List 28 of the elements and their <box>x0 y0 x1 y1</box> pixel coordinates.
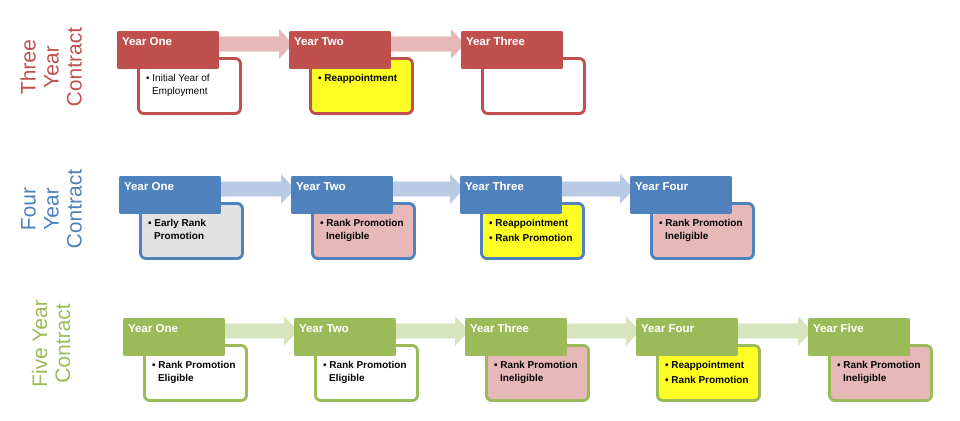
year-label: Year Four <box>641 323 694 335</box>
bullet-item: • Rank Promotion Ineligible <box>494 359 579 385</box>
year-label: Year Three <box>470 323 529 335</box>
row-title: Three Year Contract <box>17 26 87 108</box>
bullet-item: • Reappointment <box>489 217 570 230</box>
bullet-item: • Reappointment <box>665 359 746 372</box>
year-label: Year Five <box>813 323 864 335</box>
year-label: Year Two <box>296 181 346 193</box>
bullet-item: • Rank Promotion Eligible <box>323 359 408 385</box>
bullet-item: • Early Rank Promotion <box>148 217 207 243</box>
bullet-item: • Rank Promotion <box>665 374 750 387</box>
year-label: Year Three <box>466 36 525 48</box>
bullet-item: • Rank Promotion Ineligible <box>837 359 922 385</box>
bullet-item: • Initial Year of Employment <box>146 72 211 98</box>
year-label: Year Three <box>465 181 524 193</box>
bullet-item: • Rank Promotion <box>489 232 574 245</box>
bullet-item: • Rank Promotion Ineligible <box>320 217 405 243</box>
bullet-item: • Reappointment <box>318 72 398 85</box>
bullet-item: • Rank Promotion Eligible <box>152 359 237 385</box>
year-label: Year Two <box>294 36 344 48</box>
year-label: Year Two <box>299 323 349 335</box>
bullet-item: • Rank Promotion Ineligible <box>659 217 744 243</box>
year-label: Year One <box>122 36 172 48</box>
year-label: Year Four <box>635 181 688 193</box>
year-label: Year One <box>124 181 174 193</box>
row-title: Four Year Contract <box>17 168 87 250</box>
row-title: Five Year Contract <box>28 298 76 388</box>
year-label: Year One <box>128 323 178 335</box>
